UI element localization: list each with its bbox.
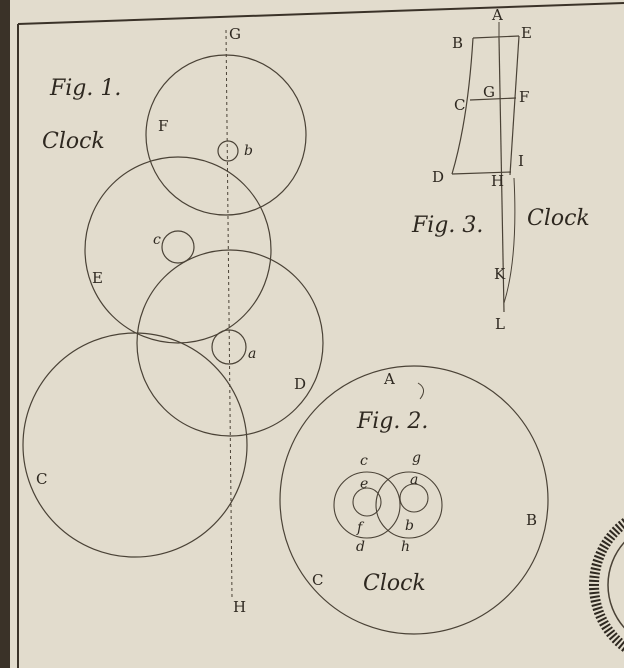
binding-edge [0, 0, 10, 668]
fig3-line-IK [503, 177, 516, 304]
fig2-label-g: g [412, 450, 421, 466]
fig1-axis-line [225, 29, 233, 599]
paper [10, 0, 624, 668]
fig2-label-B: B [526, 511, 537, 529]
fig1-label-b: b [244, 143, 253, 159]
fig1-caption: Fig. 1. [49, 76, 121, 101]
adjacent-dial-fragment [589, 517, 624, 653]
fig3-label-G: G [483, 83, 495, 101]
fig3-line-AL [498, 37, 505, 313]
fig1-subject: Clock [42, 129, 105, 154]
fig2-label-d: d [356, 539, 365, 555]
fig3-line-CF [469, 97, 517, 101]
fig2-label-f: f [356, 520, 365, 536]
fig2-subject: Clock [363, 571, 426, 596]
fig1-pinion-a [211, 329, 247, 365]
fig1-pinion-c [161, 230, 195, 264]
fig1-wheel-E [84, 156, 272, 344]
fig3-curve-BD [451, 37, 474, 175]
fig2-flourish [417, 382, 424, 400]
fig1-wheel-F [145, 54, 307, 216]
fig1-pinion-b [217, 140, 239, 162]
fig2-diagram: Fig. 2. Clock A B C a b c d e f g h [279, 365, 549, 635]
fig2-wheel-left [333, 471, 401, 539]
fig2-label-a: a [410, 472, 418, 488]
fig3-line-BE [472, 35, 520, 39]
fig2-caption: Fig. 2. [356, 409, 428, 434]
fig3-diagram: Fig. 3. Clock A B E C G F D H I K L [411, 6, 590, 333]
fig3-label-K: K [494, 265, 506, 283]
fig2-label-c: c [360, 453, 368, 469]
fig3-caption: Fig. 3. [411, 213, 483, 238]
fig2-dial-circle [279, 365, 549, 635]
fig1-label-C: C [36, 470, 47, 488]
fig1-wheel-D [136, 249, 324, 437]
fig3-line-EI [509, 35, 520, 176]
fig1-wheel-C [22, 332, 248, 558]
fig1-label-G: G [229, 25, 241, 43]
fig2-pinion-e [352, 487, 382, 517]
fig2-label-e: e [360, 476, 368, 492]
fig1-diagram: Fig. 1. Clock G H F E C D a b c [22, 25, 324, 616]
fig3-label-D: D [432, 168, 444, 186]
fig1-label-H: H [233, 598, 246, 616]
fig3-label-C: C [454, 96, 465, 114]
fig3-line-DI [451, 171, 512, 175]
fig1-label-c: c [153, 232, 161, 248]
fig3-label-I: I [518, 152, 524, 170]
fig3-label-B: B [452, 34, 463, 52]
fig1-label-a: a [248, 346, 256, 362]
fig3-subject: Clock [527, 206, 590, 231]
fig3-label-F: F [519, 88, 529, 106]
fig2-label-h: h [401, 539, 410, 555]
fig3-label-E: E [521, 24, 532, 42]
fig1-label-F: F [158, 117, 168, 135]
fig2-pinion-a [399, 483, 429, 513]
fig3-label-A: A [491, 6, 503, 24]
fig2-label-b: b [405, 518, 414, 534]
fig3-label-H: H [491, 172, 504, 190]
fig1-label-D: D [294, 375, 306, 393]
fig3-label-L: L [495, 315, 505, 333]
plate-border-top [17, 2, 624, 25]
fig2-label-A: A [383, 370, 395, 388]
fig2-wheel-right [375, 471, 443, 539]
fig1-label-E: E [92, 269, 103, 287]
fig2-label-C: C [312, 571, 323, 589]
